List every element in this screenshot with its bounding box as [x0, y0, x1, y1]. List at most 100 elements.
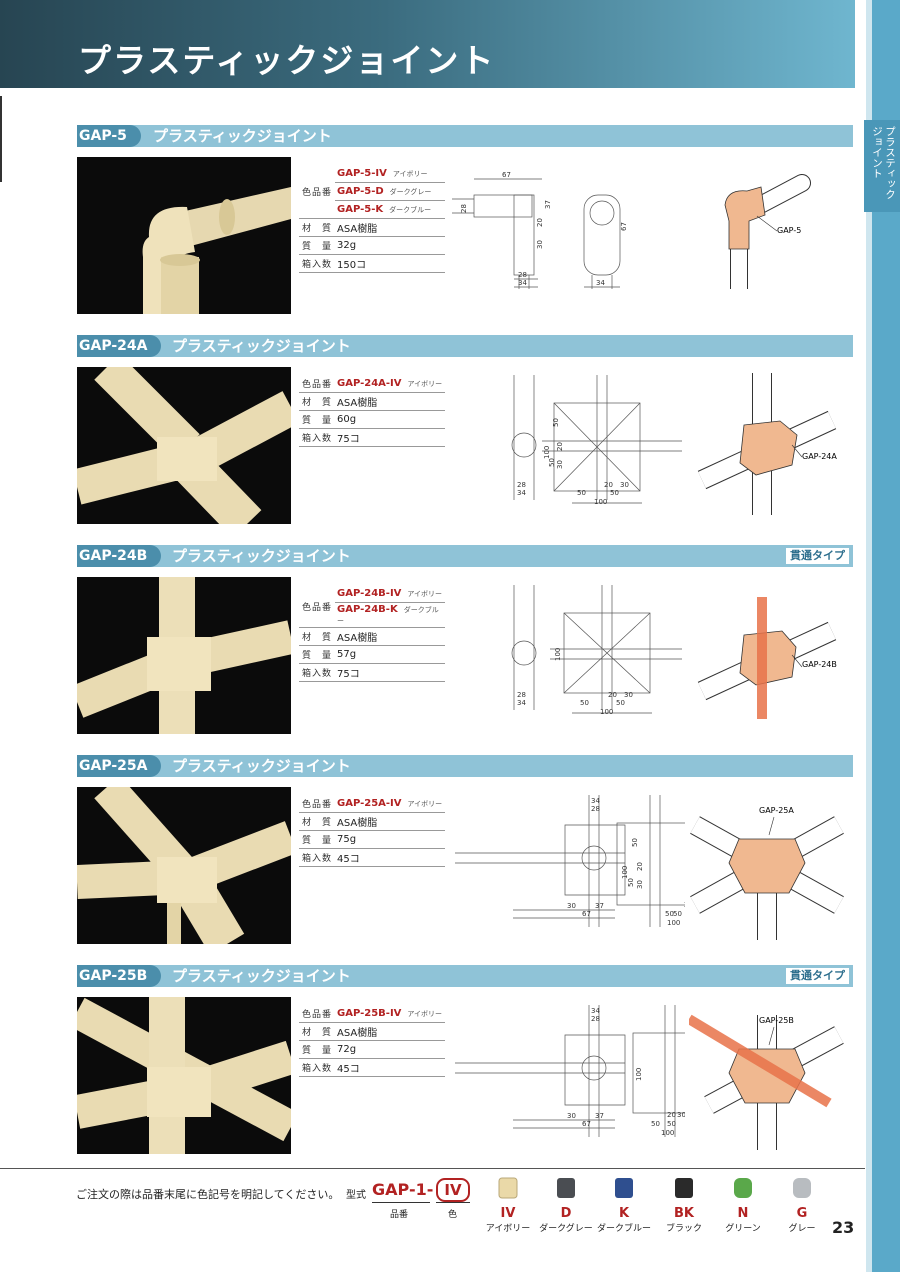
- spec-label-weight: 質 量: [299, 830, 335, 849]
- swatch-code: IV: [500, 1206, 516, 1221]
- joint-swatch-icon: [498, 1177, 518, 1199]
- spec-label-color: 色品番: [299, 375, 335, 393]
- dim-label: 67: [620, 222, 628, 231]
- section-name: プラスティックジョイント: [153, 127, 332, 145]
- joint-swatch-icon: [557, 1178, 575, 1198]
- color-code: GAP-25B-IV: [337, 1008, 402, 1019]
- dim-label: 100: [621, 866, 629, 879]
- dim-label: 28: [517, 481, 526, 489]
- spec-label-material: 材 質: [299, 627, 335, 646]
- spec-box-qty: 75コ: [335, 428, 445, 447]
- color-swatch-d: D ダークグレー: [536, 1176, 596, 1234]
- dim-label: 20: [536, 218, 544, 227]
- joint-illustration: GAP-5: [717, 161, 837, 305]
- through-type-badge: 貫通タイプ: [786, 968, 849, 984]
- dim-label: 100: [600, 708, 613, 716]
- spec-label-material: 材 質: [299, 218, 335, 237]
- spec-box-qty: 45コ: [335, 848, 445, 867]
- section-code: GAP-24B: [77, 545, 162, 567]
- side-index-tab[interactable]: プラスティックジョイント: [864, 120, 900, 212]
- spec-label-weight: 質 量: [299, 236, 335, 255]
- page-header: プラスティックジョイント: [0, 0, 855, 88]
- dim-label: 20: [604, 481, 613, 489]
- swatch-name: ダークグレー: [539, 1224, 593, 1234]
- section-code: GAP-24A: [77, 335, 162, 357]
- dim-label: 100: [543, 446, 551, 459]
- spec-box-qty: 45コ: [335, 1058, 445, 1077]
- model-code-underline: [372, 1202, 430, 1203]
- dim-label: 34: [517, 699, 526, 707]
- dim-label: 20: [556, 442, 564, 451]
- dim-label: 50: [665, 910, 674, 918]
- spec-label-material: 材 質: [299, 812, 335, 831]
- swatch-code: K: [618, 1206, 630, 1221]
- dim-label: 50: [610, 489, 619, 497]
- color-name: アイボリー: [407, 1010, 443, 1018]
- dim-label: 30: [536, 240, 544, 249]
- section-name: プラスティックジョイント: [172, 967, 351, 985]
- product-photo: [77, 577, 291, 734]
- dimension-drawing: 34 28 30 37 67 100 20 30 50 50 100: [455, 1005, 704, 1149]
- spec-label-boxqty: 箱入数: [299, 254, 335, 273]
- product-photo: [77, 787, 291, 944]
- section-bar: [77, 335, 853, 357]
- product-photo: [77, 157, 291, 314]
- dim-label: 34: [591, 797, 600, 805]
- page-title: プラスティックジョイント: [78, 41, 496, 80]
- color-code: GAP-5-IV: [337, 168, 387, 179]
- dim-label: 50: [651, 1120, 660, 1128]
- dim-label: 20: [667, 1111, 676, 1119]
- left-margin-mark: [0, 96, 2, 182]
- swatch-name: ダークブルー: [596, 1224, 651, 1234]
- spec-weight: 60g: [335, 410, 445, 429]
- dim-label: 100: [661, 1129, 674, 1137]
- section-name: プラスティックジョイント: [172, 547, 351, 565]
- color-swatch-bk: BK ブラック: [654, 1176, 714, 1234]
- spec-weight: 57g: [335, 645, 445, 664]
- section-bar: [77, 755, 853, 777]
- color-name: ダークブルー: [389, 206, 432, 214]
- spec-label-weight: 質 量: [299, 410, 335, 429]
- color-swatch-n: N グリーン: [713, 1176, 773, 1234]
- dim-label: 34: [518, 279, 527, 287]
- spec-label-material: 材 質: [299, 1022, 335, 1041]
- color-name: アイボリー: [392, 170, 428, 178]
- swatch-code: BK: [674, 1206, 694, 1221]
- spec-box-qty: 150コ: [335, 254, 445, 273]
- dim-label: 28: [518, 271, 527, 279]
- dim-label: 50: [548, 458, 556, 467]
- spec-label-boxqty: 箱入数: [299, 428, 335, 447]
- spec-label-color: 色品番: [299, 795, 335, 813]
- dim-label: 20: [608, 691, 617, 699]
- spec-label-color: 色品番: [299, 165, 335, 219]
- dim-label: 67: [502, 171, 511, 179]
- dim-label: 67: [582, 1120, 591, 1128]
- model-label: 型式: [346, 1190, 366, 1201]
- dim-label: 37: [544, 200, 552, 209]
- swatch-name: ブラック: [665, 1224, 702, 1234]
- color-label: 色: [448, 1210, 458, 1220]
- swatch-code: N: [737, 1206, 749, 1221]
- side-stripe: [872, 0, 900, 1272]
- dim-label: 50: [552, 418, 560, 427]
- dim-label: 50: [631, 838, 639, 847]
- dim-label: 30: [567, 1112, 576, 1120]
- illus-label: GAP-5: [777, 226, 801, 235]
- color-code: GAP-5-K: [337, 204, 384, 215]
- illus-label: GAP-24A: [802, 452, 837, 461]
- dim-label: 100: [667, 919, 680, 927]
- dim-label: 50: [577, 489, 586, 497]
- illus-label: GAP-25A: [759, 806, 794, 815]
- spec-material: ASA樹脂: [335, 627, 445, 646]
- illus-label: GAP-24B: [802, 660, 837, 669]
- dim-label: 50: [616, 699, 625, 707]
- dim-label: 28: [460, 204, 468, 213]
- color-code: GAP-24B-IV: [337, 588, 402, 599]
- spec-label-color: 色品番: [299, 1005, 335, 1023]
- dimension-drawing: 28 34 100 50 20 30 50 20 30 50 50 100: [492, 375, 682, 514]
- footer-divider: [0, 1168, 865, 1169]
- dim-label: 30: [620, 481, 629, 489]
